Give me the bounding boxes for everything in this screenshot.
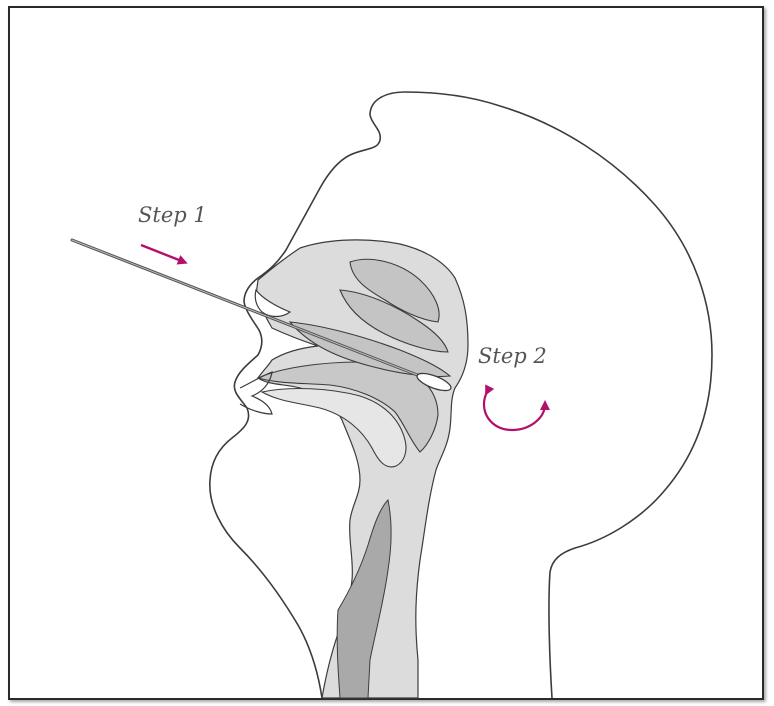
rotate-arc-arrow-icon	[484, 392, 545, 430]
step-1-label: Step 1	[138, 203, 207, 227]
step-2-label: Step 2	[478, 344, 547, 368]
arrow-right-icon	[141, 245, 184, 262]
